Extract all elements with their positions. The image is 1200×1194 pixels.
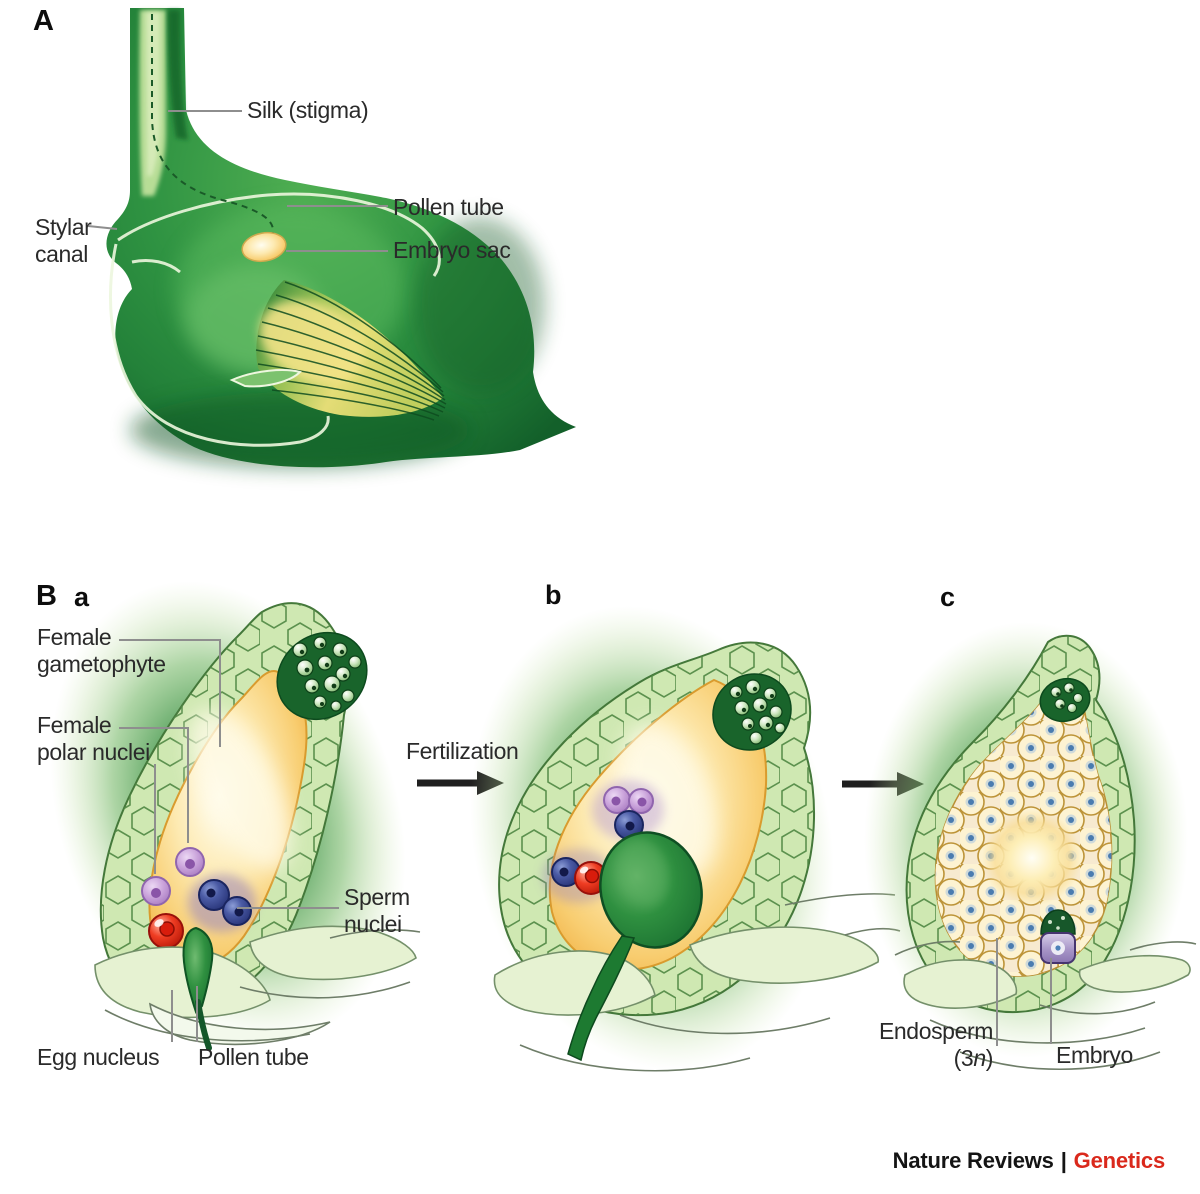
credit-journal: Genetics [1073, 1148, 1166, 1173]
female-polar-nuclei-label: Female polar nuclei [37, 712, 150, 766]
egg-nucleus-label: Egg nucleus [37, 1044, 160, 1070]
female-gametophyte-label: Female gametophyte [37, 624, 166, 678]
credit-publisher: Nature Reviews [892, 1148, 1054, 1173]
pollen-tube-label-a: Pollen tube [393, 194, 504, 220]
female-polar-nuclei-line2: polar nuclei [37, 739, 150, 765]
stylar-canal-leader [87, 225, 118, 230]
stylar-canal-line1: Stylar [35, 214, 92, 240]
ovule-a-illustration [50, 581, 421, 1051]
female-gametophyte-line2: gametophyte [37, 651, 166, 677]
pollen-tube-tail-b [567, 935, 636, 1062]
female-gametophyte-leader [119, 639, 221, 747]
embryo-sac-label: Embryo sac [393, 237, 511, 263]
female-polar-nuclei-shapes [141, 847, 205, 906]
ovule-c-tissue-folds [894, 940, 1197, 1070]
stylar-canal-line2: canal [35, 241, 88, 267]
sperm-nuclei-line1: Sperm [344, 884, 410, 910]
polar-nuclei-b-shapes [592, 780, 664, 840]
sperm-nuclei-label: Sperm nuclei [344, 884, 410, 938]
nucellar-cap-a-cells [292, 636, 362, 712]
ovary-shadow-right [415, 217, 545, 393]
female-polar-nuclei-leader [119, 727, 189, 843]
nucellar-cap-b-dots [735, 686, 774, 728]
silk-stigma-label: Silk (stigma) [247, 97, 369, 123]
stage-c-letter: c [940, 582, 956, 612]
nucellar-cap-b [712, 673, 792, 751]
endosperm-post: ) [985, 1045, 994, 1071]
endosperm-central-vacuole [982, 810, 1082, 906]
fan-lip [229, 369, 302, 388]
panel-a-leader-lines [87, 110, 388, 252]
stage-a-letter: a [74, 582, 90, 612]
fertilization-label: Fertilization [406, 738, 519, 764]
nucellar-cap-c [1039, 677, 1091, 723]
panel-b-letter: B [36, 580, 57, 612]
journal-credit: Nature Reviews|Genetics [892, 1148, 1166, 1174]
stylar-canal-label: Stylar canal [35, 214, 92, 268]
embryo-sac-shape [241, 231, 287, 263]
silk-shade [168, 10, 188, 140]
endosperm-line1: Endosperm [878, 1018, 993, 1044]
embryo-label: Embryo [1056, 1042, 1133, 1068]
pollen-tube-bulb-b [599, 831, 703, 949]
credit-separator: | [1060, 1148, 1067, 1173]
stage-b-letter: b [545, 580, 562, 610]
ovule-a-leader-lines [119, 639, 339, 1042]
ovule-c-illustration [864, 622, 1197, 1070]
nucellar-cap-a-dots [299, 642, 348, 706]
stylar-canal-lines [109, 192, 441, 447]
nucellar-cap-a [276, 631, 368, 721]
panel-a-illustration [87, 8, 577, 468]
ovule-c-leader-lines [996, 938, 1052, 1046]
embryo-shape [1040, 909, 1076, 964]
egg-nucleus-shape [148, 913, 184, 949]
ovule-b-tissue-folds [493, 893, 901, 1072]
endosperm-ploidy-n: n [973, 1045, 986, 1071]
sac-a-inner-highlight [188, 709, 292, 871]
sperm-nuclei-line2: nuclei [344, 911, 402, 937]
pollen-tube-label-b: Pollen tube [198, 1044, 309, 1070]
female-gametophyte-line1: Female [37, 624, 112, 650]
sperm-nuclei-shapes [188, 874, 256, 932]
pollen-tube-path [151, 14, 275, 237]
panel-a-letter: A [33, 5, 54, 37]
ovule-b-illustration [470, 605, 901, 1072]
endosperm-label: Endosperm (3n) [838, 1018, 993, 1072]
endosperm-pre: (3 [953, 1045, 974, 1071]
pollen-tube-a-shape [182, 926, 214, 1051]
female-polar-nuclei-line1: Female [37, 712, 112, 738]
transmitting-tract-fan [229, 280, 447, 421]
